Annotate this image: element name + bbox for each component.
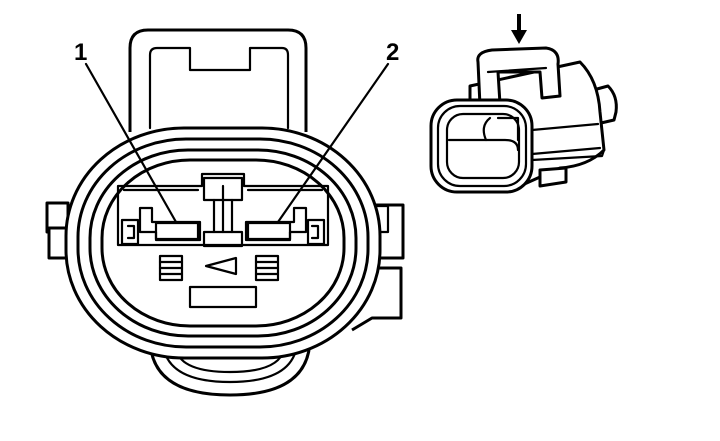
connector-isometric-view [429,14,618,194]
iso-front-face [429,98,534,194]
connector-face-view: 1 2 [45,28,405,397]
leader-line-2 [276,62,390,224]
outer-shell [64,126,382,360]
polarization-triangle-icon [204,256,238,276]
key-slot [188,285,258,309]
vent-right [254,254,280,282]
down-arrow-icon [511,14,527,44]
callout-label-2: 2 [386,39,399,66]
terminal-cavity [116,172,330,248]
leader-line-1 [84,62,178,224]
vent-left [158,254,184,282]
callout-label-1: 1 [74,39,87,66]
latch-frame [128,28,308,132]
